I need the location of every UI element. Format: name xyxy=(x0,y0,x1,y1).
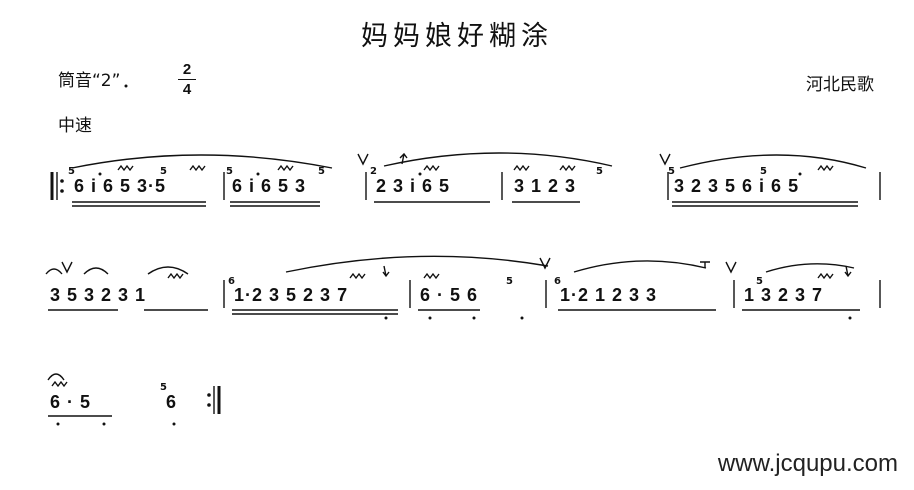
octave-dot xyxy=(124,84,128,88)
ornament xyxy=(51,380,68,388)
measure-12: 6 xyxy=(166,392,178,412)
grace-note: 5 xyxy=(668,166,675,177)
measure-8: 6 · 5 6 xyxy=(420,285,479,305)
breath-mark xyxy=(357,153,369,166)
octave-dot xyxy=(384,316,388,320)
ornament xyxy=(423,164,440,172)
slur xyxy=(285,255,549,273)
key-signature: 筒音“2” xyxy=(58,71,121,91)
ornament xyxy=(513,164,530,172)
repeat-dot xyxy=(60,179,64,183)
ornament xyxy=(277,164,294,172)
slur xyxy=(383,152,613,167)
slur xyxy=(71,154,333,169)
grace-note: 5 xyxy=(68,166,75,177)
repeat-dot xyxy=(207,393,211,397)
grace-note: 5 xyxy=(596,166,603,177)
grace-note: 5 xyxy=(160,382,167,393)
breath-mark xyxy=(539,257,551,270)
measure-11: 6 · 5 xyxy=(50,392,92,412)
time-signature-denominator: 4 xyxy=(182,81,192,98)
slur xyxy=(679,154,867,169)
ornament xyxy=(817,272,834,280)
octave-dot xyxy=(98,172,102,176)
measure-10: 1 3 2 3 7 xyxy=(744,285,824,305)
page-title: 妈妈娘好糊涂 xyxy=(361,21,553,52)
grace-note: 6 xyxy=(228,276,235,287)
ornament xyxy=(117,164,134,172)
ornament xyxy=(817,164,834,172)
grace-note: 5 xyxy=(506,276,513,287)
breath-mark xyxy=(61,261,73,274)
measure-1: 6 i 6 5 3·5 xyxy=(74,176,167,196)
slur xyxy=(45,268,63,275)
grace-note: 5 xyxy=(756,276,763,287)
arrow-mark xyxy=(844,265,852,278)
octave-dot xyxy=(520,316,524,320)
measure-4: 3 1 2 3 xyxy=(514,176,577,196)
arrow-mark xyxy=(399,152,408,165)
time-signature-numerator: 2 xyxy=(182,61,192,78)
octave-dot xyxy=(848,316,852,320)
slur xyxy=(573,260,707,273)
measure-2: 6 i 6 5 3 xyxy=(232,176,307,196)
slur xyxy=(147,266,189,275)
time-signature: 2 4 xyxy=(178,62,196,98)
ornament xyxy=(167,272,184,280)
octave-dot xyxy=(256,172,260,176)
grace-note: 5 xyxy=(226,166,233,177)
octave-dot xyxy=(428,316,432,320)
octave-dot xyxy=(56,422,60,426)
octave-dot xyxy=(102,422,106,426)
tenuto-mark xyxy=(700,261,710,268)
arrow-mark xyxy=(382,265,390,278)
slur xyxy=(83,267,109,275)
measure-9: 1·2 1 2 3 3 xyxy=(560,285,658,305)
grace-note: 5 xyxy=(160,166,167,177)
ornament xyxy=(423,272,440,280)
octave-dot xyxy=(418,172,422,176)
measure-5: 3 2 3 5 6 i 6 5 xyxy=(674,176,800,196)
ornament xyxy=(559,164,576,172)
grace-note: 5 xyxy=(318,166,325,177)
octave-dot xyxy=(798,172,802,176)
slur xyxy=(47,373,65,381)
measure-6: 3 5 3 2 3 1 xyxy=(50,285,147,305)
tempo-marking: 中速 xyxy=(58,116,92,136)
slur xyxy=(765,263,855,273)
watermark-text: www.jcqupu.com xyxy=(717,450,898,477)
breath-mark xyxy=(659,153,671,166)
octave-dot xyxy=(472,316,476,320)
measure-3: 2 3 i 6 5 xyxy=(376,176,451,196)
grace-note: 5 xyxy=(760,166,767,177)
measure-7: 1·2 3 5 2 3 7 xyxy=(234,285,349,305)
grace-note: 2 xyxy=(370,166,377,177)
ornament xyxy=(189,164,206,172)
octave-dot xyxy=(172,422,176,426)
repeat-dot xyxy=(60,189,64,193)
grace-note: 6 xyxy=(554,276,561,287)
breath-mark xyxy=(725,261,737,274)
origin-label: 河北民歌 xyxy=(806,75,874,95)
repeat-dot xyxy=(207,403,211,407)
ornament xyxy=(349,272,366,280)
